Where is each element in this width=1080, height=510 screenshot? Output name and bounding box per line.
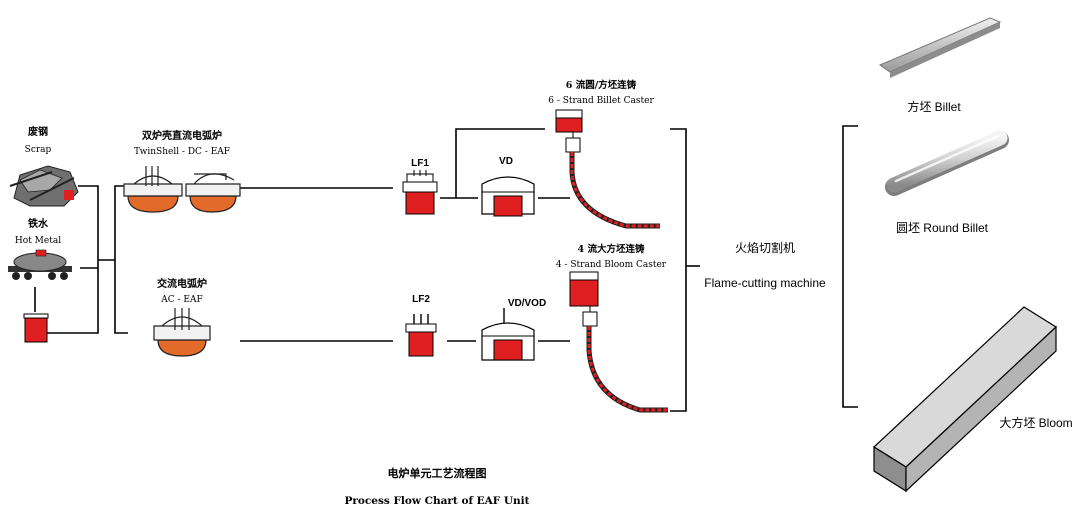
vd-vod-tank-icon xyxy=(481,308,535,361)
lf2-label: LF2 xyxy=(412,294,430,305)
round-billet-product-label: 圆坯 Round Billet xyxy=(896,221,989,235)
vd-tank-icon xyxy=(481,176,535,217)
lf1-label: LF1 xyxy=(411,158,429,169)
diagram-title-cn: 电炉单元工艺流程图 xyxy=(388,466,487,480)
flame-cutting-label-cn: 火焰切割机 xyxy=(735,240,795,255)
scrap-icon xyxy=(9,165,79,207)
hot-metal-label-en: Hot Metal xyxy=(15,236,61,246)
billet-caster-icon xyxy=(555,109,660,229)
billet-caster-label-en: 6 - Strand Billet Caster xyxy=(548,96,654,106)
billet-caster-label-cn: 6 流圆/方坯连铸 xyxy=(566,79,637,91)
twinshell-label-cn: 双炉壳直流电弧炉 xyxy=(142,129,222,142)
lf2-ladle-icon xyxy=(405,314,437,357)
ac-eaf-icon xyxy=(153,308,211,357)
scrap-label-cn: 废钢 xyxy=(28,125,48,138)
torpedo-car-icon xyxy=(8,249,72,280)
twinshell-eaf-icon xyxy=(123,166,241,213)
vd-label: VD xyxy=(499,156,513,167)
bloom-product-label: 大方坯 Bloom xyxy=(999,415,1072,430)
flow-lines xyxy=(34,125,858,412)
bloom-caster-icon xyxy=(569,271,668,413)
vd-vod-label: VD/VOD xyxy=(508,298,546,309)
hot-metal-ladle-icon xyxy=(23,313,49,343)
billet-product-icon xyxy=(878,17,1002,78)
bloom-caster-label-en: 4 - Strand Bloom Caster xyxy=(556,260,667,270)
hot-metal-label-cn: 铁水 xyxy=(28,217,49,230)
bloom-caster-label-cn: 4 流大方坯连铸 xyxy=(578,243,645,255)
lf1-ladle-icon xyxy=(402,170,438,215)
diagram-title-en: Process Flow Chart of EAF Unit xyxy=(344,495,529,507)
ac-eaf-label-en: AC - EAF xyxy=(160,295,202,305)
ac-eaf-label-cn: 交流电弧炉 xyxy=(157,277,207,290)
bloom-product-icon xyxy=(873,306,1057,493)
round-billet-product-icon xyxy=(885,130,1009,196)
scrap-label-en: Scrap xyxy=(25,145,52,155)
flame-cutting-label-en: Flame-cutting machine xyxy=(704,276,826,290)
billet-product-label: 方坯 Billet xyxy=(907,99,961,114)
twinshell-label-en: TwinShell - DC - EAF xyxy=(134,147,230,157)
